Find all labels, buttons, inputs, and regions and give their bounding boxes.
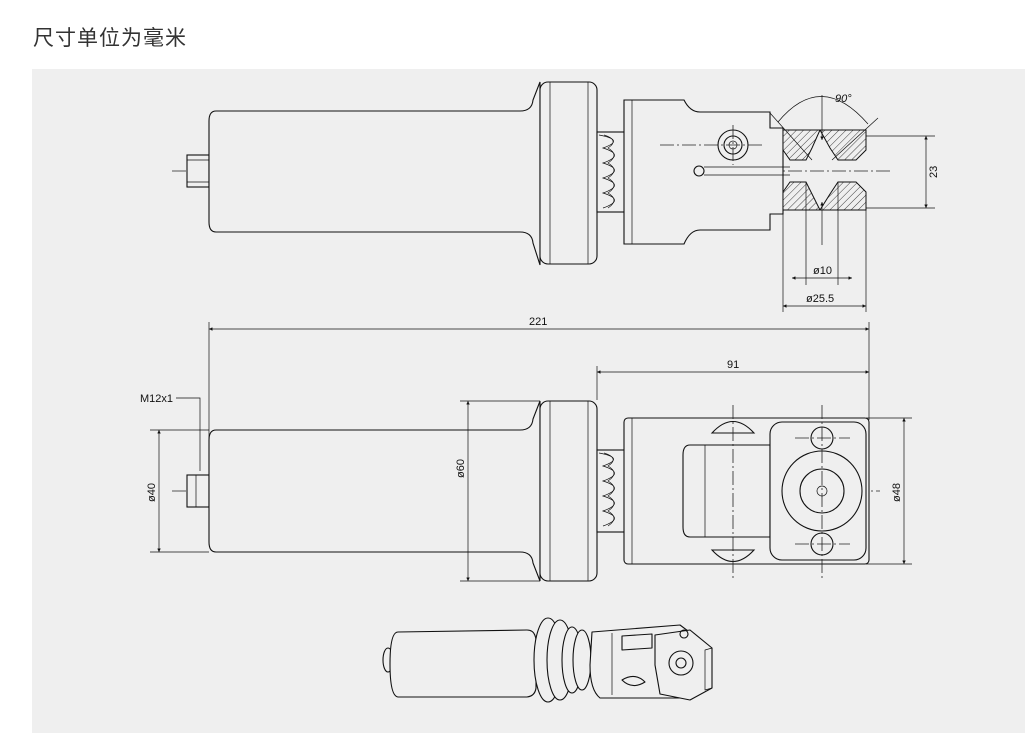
main-cylinder [208,81,541,266]
jaw-lower-right [819,181,867,211]
jaw-lower-left [782,181,821,211]
flange-2 [539,400,598,582]
angle-arc [777,96,869,125]
jaw-upper-right [819,129,867,161]
thread-leader [176,397,201,471]
dia-10-label: ø10 [813,265,832,277]
iso-cylinder [389,629,537,698]
isometric-view [382,617,713,703]
length-221-label: 221 [529,316,547,328]
jaw-upper-left [782,129,821,161]
page-title: 尺寸单位为毫米 [33,26,187,50]
top-view: 90° 23 ø10 ø25.5 [172,81,940,312]
height-23-label: 23 [928,166,940,178]
dia-48-label: ø48 [891,483,903,502]
main-cylinder-2 [208,400,541,582]
angle-label: 90° [835,93,852,105]
flange [539,81,598,265]
thread-stub-2 [186,474,210,508]
dia-25-5-label: ø25.5 [806,293,834,305]
spring-2 [596,449,626,533]
middle-view: 221 91 M12x1 [140,316,912,582]
side-cylinder [682,444,771,538]
dia-40-label: ø40 [146,483,158,502]
thread-label: M12x1 [140,393,173,405]
length-91-label: 91 [727,359,739,371]
jaw-plate [769,421,867,561]
dia-60-label: ø60 [455,459,467,478]
spring [596,131,626,213]
iso-jaw [654,629,713,701]
